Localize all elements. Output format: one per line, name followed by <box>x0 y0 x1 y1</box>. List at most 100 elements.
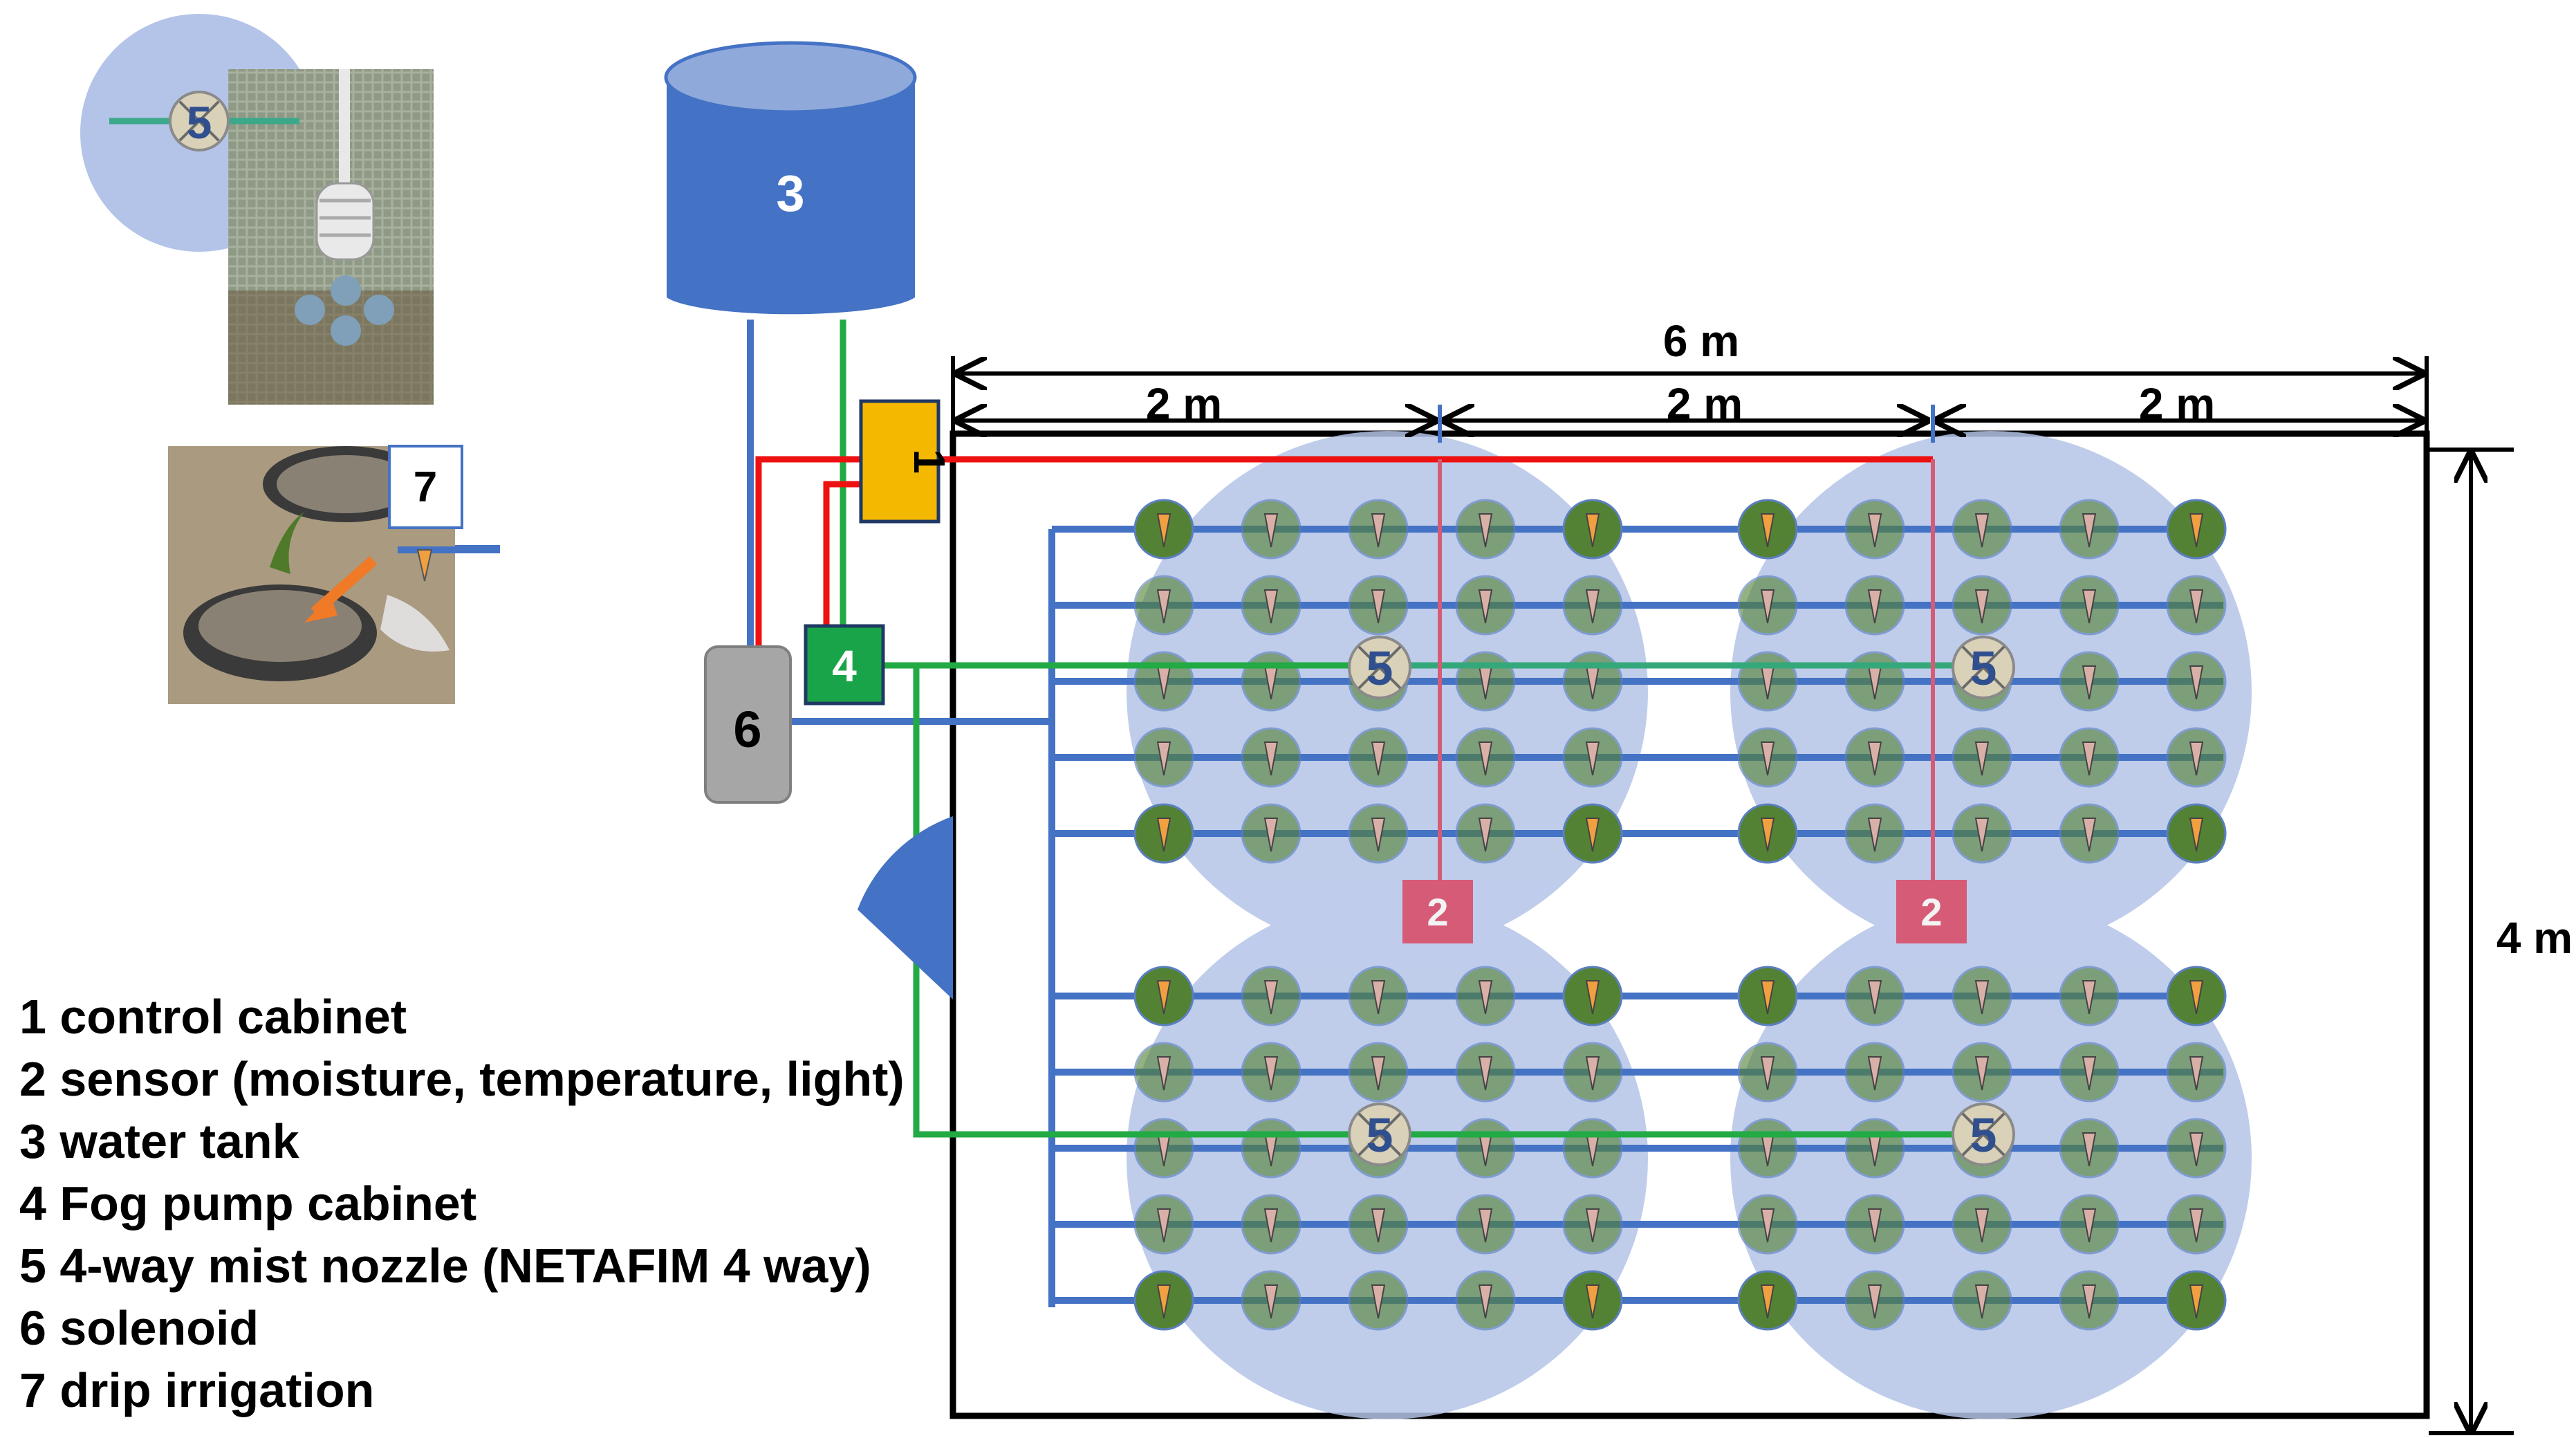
plant-pot <box>1562 1194 1623 1255</box>
plant-pot <box>1844 499 1905 560</box>
nozzle-3: 5 <box>1348 1103 1411 1166</box>
plant-pot <box>1562 727 1623 788</box>
plant-pot <box>1455 1042 1516 1103</box>
dim-4m-label: 4 m <box>2496 913 2573 963</box>
plant-pot <box>1737 499 1798 560</box>
plant-pot <box>1562 1042 1623 1103</box>
sensor-2-label: 2 <box>1920 890 1942 934</box>
drip-photo-inset: 7 <box>168 445 500 704</box>
plant-pot <box>1562 1270 1623 1331</box>
solenoid: 6 <box>704 645 792 804</box>
plant-pot <box>1952 966 2012 1026</box>
nozzle-4-label: 5 <box>1970 1108 1997 1162</box>
plant-pot <box>1562 966 1623 1026</box>
plant-pot <box>1241 1270 1301 1331</box>
nozzle-3-label: 5 <box>1366 1108 1393 1162</box>
plant-pot <box>1455 651 1516 712</box>
plant-pot <box>1737 651 1798 712</box>
plant-pot <box>2166 803 2227 864</box>
plant-pot <box>1133 575 1194 636</box>
plant-pot <box>2166 575 2227 636</box>
water-tank: 3 <box>664 41 917 315</box>
plant-pot <box>1133 727 1194 788</box>
plant-pot <box>1737 575 1798 636</box>
plant-pot <box>1952 499 2012 560</box>
sensors: 2 2 <box>1402 880 1967 943</box>
nozzle-1-label: 5 <box>1366 641 1393 695</box>
plant-pot <box>1455 727 1516 788</box>
plant-pot <box>1133 803 1194 864</box>
legend: 1 control cabinet 2 sensor (moisture, te… <box>19 986 1001 1421</box>
plant-pot <box>2059 727 2120 788</box>
mist-nozzles: 5 5 5 5 <box>1348 636 2015 1166</box>
fog-pump-head <box>858 816 953 999</box>
plant-pot <box>2059 803 2120 864</box>
plant-pot <box>1348 1194 1409 1255</box>
plant-pot <box>1241 575 1301 636</box>
sensor-1-label: 2 <box>1427 890 1448 934</box>
sensor-wires <box>1438 459 1935 892</box>
fog-pump-cabinet: 4 <box>804 624 885 706</box>
plant-pot <box>1737 803 1798 864</box>
plant-pot <box>1844 803 1905 864</box>
plant-pot <box>2166 1194 2227 1255</box>
dim-2m-label-2: 2 m <box>1667 379 1743 429</box>
nozzle-2-label: 5 <box>1970 641 1997 695</box>
plant-pot <box>2166 499 2227 560</box>
drip-photo-badge <box>388 445 463 529</box>
legend-item-mist-nozzle: 5 4-way mist nozzle (NETAFIM 4 way) <box>19 1239 871 1293</box>
plant-pot <box>1241 1118 1301 1179</box>
plant-pot <box>1952 727 2012 788</box>
plant-pot <box>1241 966 1301 1026</box>
water-tank-label: 3 <box>776 165 804 222</box>
plant-pot <box>1455 1118 1516 1179</box>
plant-pot <box>1133 1270 1194 1331</box>
plant-pot <box>1455 803 1516 864</box>
fog-pump-label: 4 <box>832 641 857 691</box>
plant-pot <box>1455 1270 1516 1331</box>
plant-pot <box>1133 651 1194 712</box>
plant-pot <box>1455 575 1516 636</box>
plant-pot <box>2166 727 2227 788</box>
dimension-split-ticks <box>1438 405 1935 443</box>
plant-pot <box>2059 1042 2120 1103</box>
nozzle-photo-inset: 5 <box>80 14 434 405</box>
plant-pot <box>1952 1042 2012 1103</box>
plant-pot <box>1348 1042 1409 1103</box>
plant-pot <box>1348 575 1409 636</box>
plant-pot <box>1241 651 1301 712</box>
plant-pot <box>1455 499 1516 560</box>
plant-pot <box>2059 1270 2120 1331</box>
legend-item-fog-pump: 4 Fog pump cabinet <box>19 1177 477 1230</box>
plant-pot <box>1737 1270 1798 1331</box>
plant-pot <box>1241 499 1301 560</box>
plant-pot <box>2059 1194 2120 1255</box>
dim-6m-label: 6 m <box>1663 316 1739 366</box>
plant-pot <box>1562 575 1623 636</box>
legend-item-drip-irrigation: 7 drip irrigation <box>19 1363 375 1417</box>
solenoid-label: 6 <box>733 701 761 758</box>
plant-pot <box>1562 499 1623 560</box>
legend-item-water-tank: 3 water tank <box>19 1114 299 1168</box>
plant-pot <box>2166 651 2227 712</box>
legend-item-solenoid: 6 solenoid <box>19 1301 259 1355</box>
nozzle-1: 5 <box>1348 636 1411 699</box>
plant-pot <box>2166 1270 2227 1331</box>
plant-pot <box>2166 966 2227 1026</box>
plant-pot <box>1455 1194 1516 1255</box>
sensor-1: 2 <box>1402 880 1473 943</box>
plant-pot <box>1737 966 1798 1026</box>
plant-pot <box>1241 1194 1301 1255</box>
plant-pot <box>1348 499 1409 560</box>
plant-pot <box>1844 1042 1905 1103</box>
fog-line-bottom <box>913 665 1981 1138</box>
dimensions <box>951 356 2514 1435</box>
plant-pot <box>1348 1270 1409 1331</box>
sensor-2: 2 <box>1896 880 1967 943</box>
dim-2m-label-3: 2 m <box>2139 379 2215 429</box>
plant-pot <box>2059 575 2120 636</box>
nozzle-2: 5 <box>1952 636 2015 699</box>
nozzle-4: 5 <box>1952 1103 2015 1166</box>
plant-pot <box>1133 1118 1194 1179</box>
plant-pot <box>1737 1118 1798 1179</box>
